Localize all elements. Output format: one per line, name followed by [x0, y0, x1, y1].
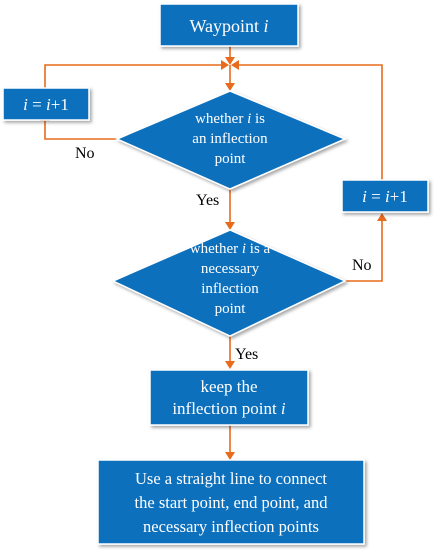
node-decision-inflection-shape: [115, 90, 347, 190]
edge-label-no-left: No: [75, 145, 95, 162]
decision-inflection-line1: whether i is: [195, 111, 265, 127]
arrowhead: [225, 452, 235, 460]
arrowhead: [225, 222, 235, 230]
node-waypoint: Waypoint i: [159, 3, 299, 47]
node-decision-necessary-shape: [111, 229, 347, 337]
node-final-line3: necessary inflection points: [143, 517, 319, 536]
node-decision-inflection: whether i is an inflection point: [115, 90, 347, 190]
arrowhead: [231, 60, 239, 70]
node-waypoint-label: Waypoint i: [189, 16, 268, 36]
node-final-box: [97, 459, 365, 545]
edge-label-yes-1: Yes: [196, 192, 219, 209]
edge-left-loop-return: [44, 64, 222, 88]
node-increment-left-box: [2, 87, 90, 121]
edge-right-loop-return: [238, 64, 383, 180]
node-keep: keep the inflection point i: [149, 369, 309, 426]
edge-label-yes-2: Yes: [235, 346, 258, 363]
node-waypoint-box: [159, 3, 299, 47]
decision-inflection-line2: an inflection: [192, 131, 268, 147]
edge-decision1-no: [44, 120, 118, 140]
node-keep-line2: inflection point i: [172, 399, 286, 418]
node-increment-left: i = i+1: [2, 87, 90, 121]
decision-necessary-line1: whether i is a: [190, 241, 271, 257]
node-keep-box: [149, 369, 309, 426]
node-final-line1: Use a straight line to connect: [135, 469, 327, 488]
decision-necessary-line2: necessary: [201, 261, 260, 277]
edge-decision2-no: [345, 220, 383, 282]
arrowhead: [225, 83, 235, 91]
node-increment-right-box: [341, 179, 429, 213]
arrowhead: [221, 60, 229, 70]
node-decision-necessary: whether i is a necessary inflection poin…: [111, 229, 347, 337]
node-increment-left-label: i = i+1: [23, 95, 69, 114]
node-increment-right: i = i+1: [341, 179, 429, 213]
decision-necessary-line4: point: [215, 301, 247, 317]
decision-inflection-line3: point: [215, 151, 247, 167]
arrowhead: [377, 213, 387, 221]
node-increment-right-label: i = i+1: [362, 187, 408, 206]
node-keep-line1: keep the: [200, 377, 257, 396]
arrowhead: [225, 57, 235, 65]
arrowhead: [225, 361, 235, 369]
decision-necessary-line3: inflection: [201, 281, 259, 297]
node-final: Use a straight line to connect the start…: [97, 459, 365, 545]
edge-label-no-right: No: [352, 257, 372, 274]
node-final-line2: the start point, end point, and: [135, 493, 329, 512]
